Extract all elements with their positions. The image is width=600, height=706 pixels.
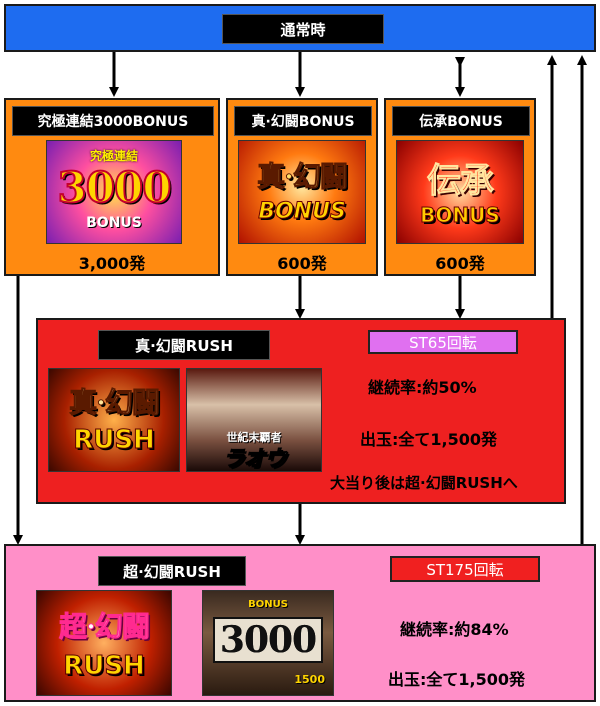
- bonus-image-shin-gentou: 真·幻闘 BONUS: [238, 140, 366, 244]
- rush1-image-character: 世紀末覇者 ラオウ: [186, 368, 322, 472]
- bonus-payout-denshou: 600発: [435, 254, 485, 273]
- bonus-box-ultimate: 究極連結3000BONUS 究極連結 3000 BONUS 3,000発: [4, 98, 220, 276]
- rush1-st-badge: ST65回転: [368, 330, 518, 354]
- bonus-label-denshou: 伝承BONUS: [392, 106, 530, 136]
- rush2-image-counter: BONUS 3000 1500: [202, 590, 334, 696]
- rush1-note: 大当り後は超·幻闘RUSHへ: [330, 474, 518, 492]
- rush1-label: 真·幻闘RUSH: [98, 330, 270, 360]
- normal-state-label: 通常時: [222, 14, 384, 44]
- bonus-label-shin-gentou: 真·幻闘BONUS: [234, 106, 372, 136]
- bonus-box-shin-gentou: 真·幻闘BONUS 真·幻闘 BONUS 600発: [226, 98, 378, 276]
- rush2-continuation: 継続率:約84%: [400, 620, 509, 639]
- rush-box-shin-gentou: 真·幻闘RUSH ST65回転 真·幻闘 RUSH 世紀末覇者 ラオウ 継続率:…: [36, 318, 566, 504]
- bonus-box-denshou: 伝承BONUS 伝承 BONUS 600発: [384, 98, 536, 276]
- normal-state-bar: 通常時: [4, 4, 596, 52]
- rush2-image-logo: 超·幻闘 RUSH: [36, 590, 172, 696]
- bonus-label-ultimate: 究極連結3000BONUS: [12, 106, 214, 136]
- rush1-continuation: 継続率:約50%: [368, 378, 477, 397]
- rush2-label: 超·幻闘RUSH: [98, 556, 246, 586]
- bonus-payout-shin-gentou: 600発: [277, 254, 327, 273]
- rush1-image-logo: 真·幻闘 RUSH: [48, 368, 180, 472]
- rush-box-chou-gentou: 超·幻闘RUSH ST175回転 超·幻闘 RUSH BONUS 3000 15…: [4, 544, 596, 702]
- rush1-payout: 出玉:全て1,500発: [360, 430, 498, 449]
- bonus-payout-ultimate: 3,000発: [78, 254, 146, 273]
- bonus-image-denshou: 伝承 BONUS: [396, 140, 524, 244]
- rush2-st-badge: ST175回転: [390, 556, 540, 582]
- bonus-image-3000: 究極連結 3000 BONUS: [46, 140, 182, 244]
- rush2-payout: 出玉:全て1,500発: [388, 670, 526, 689]
